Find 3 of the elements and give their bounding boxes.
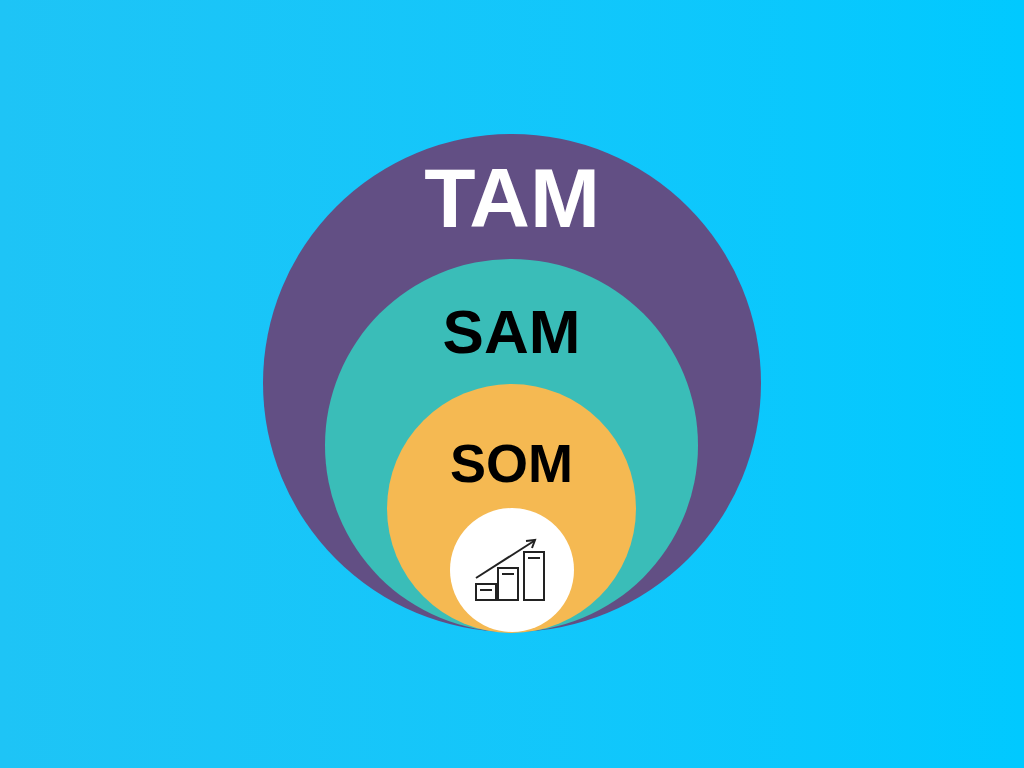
market-label: SAM bbox=[442, 301, 581, 363]
market-label: SOM bbox=[450, 436, 573, 490]
market-label: TAM bbox=[424, 156, 600, 240]
